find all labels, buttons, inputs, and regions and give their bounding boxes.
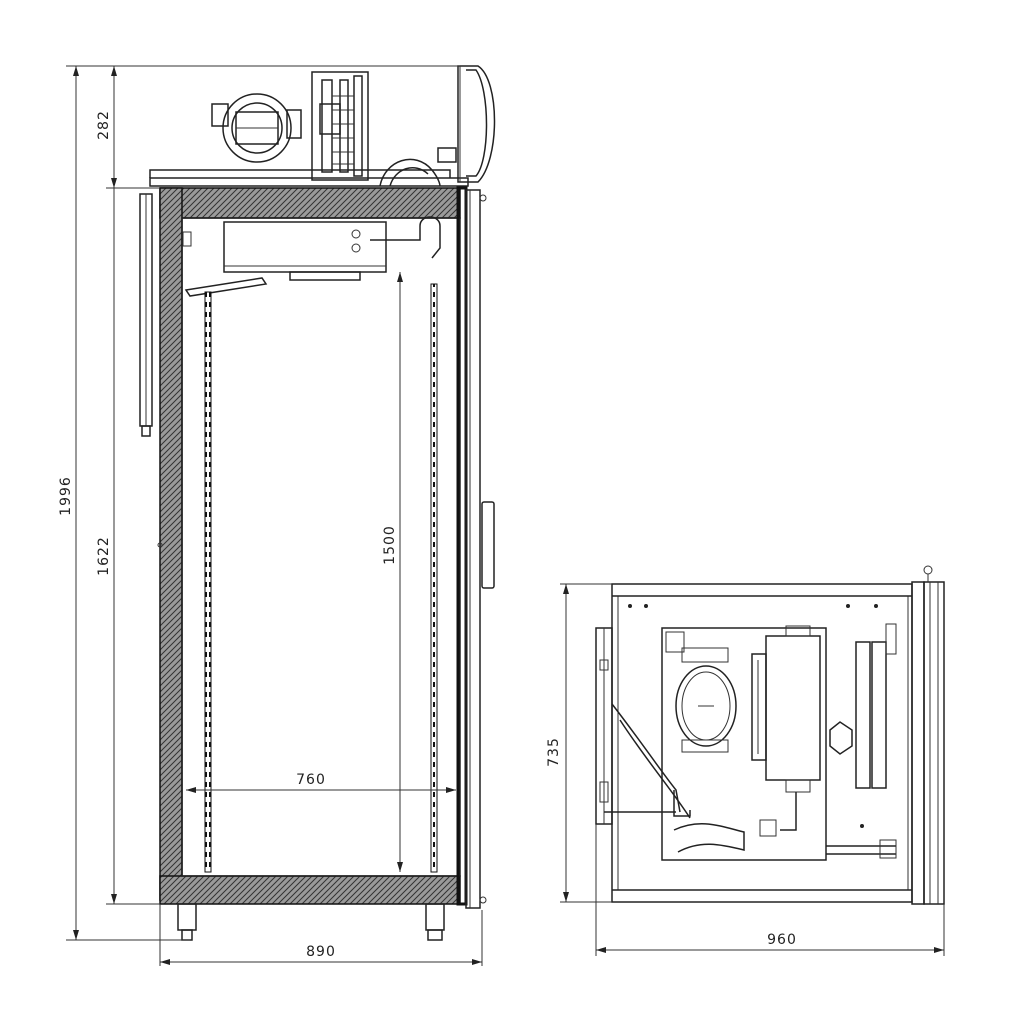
right-shelf-rail	[430, 283, 438, 873]
dim-overall-width: 890	[306, 944, 336, 960]
dim-unit-height: 735	[546, 737, 562, 767]
dimension-lines-plan	[560, 583, 945, 956]
rear-drain-pipe	[139, 193, 163, 548]
left-shelf-rail	[204, 291, 212, 873]
evaporator-unit	[182, 216, 441, 297]
condensing-unit-plan-view	[595, 565, 945, 905]
dim-inner-width: 760	[296, 772, 326, 788]
dim-cabinet-height: 1622	[96, 536, 112, 576]
dim-unit-depth: 960	[767, 932, 797, 948]
coil-fins	[332, 95, 354, 165]
dim-door-opening-height: 1500	[382, 525, 398, 565]
adjustable-feet	[177, 903, 445, 941]
dim-overall-height: 1996	[58, 476, 74, 516]
dimension-lines-side	[66, 65, 483, 966]
top-condensing-unit	[149, 65, 496, 187]
cabinet-side-view	[139, 65, 496, 941]
cabinet-body	[159, 186, 495, 909]
dim-top-unit-height: 282	[96, 110, 112, 140]
